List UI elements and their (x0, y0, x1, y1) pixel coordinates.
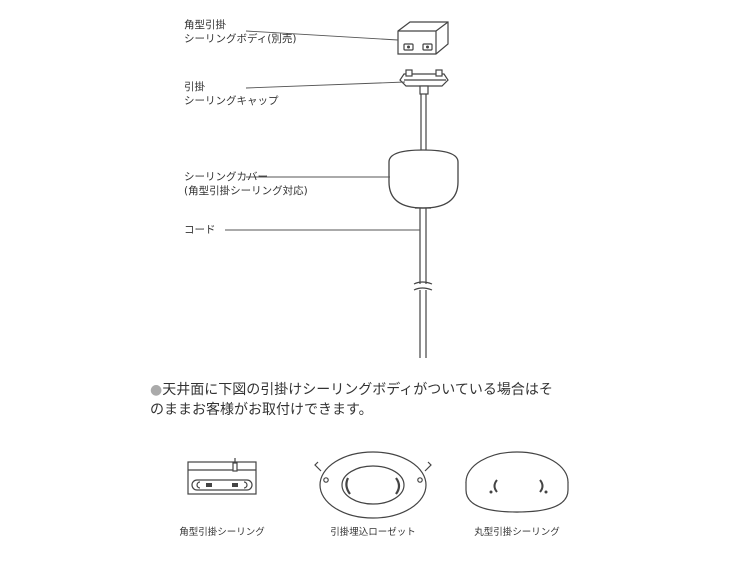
embedded-rosette-illustration (314, 451, 432, 519)
label-ceiling-cover: シーリングカバー (角型引掛シーリング対応) (184, 171, 308, 197)
round-ceiling-illustration (465, 451, 569, 513)
square-ceiling-illustration (187, 458, 257, 495)
note-line-1: 天井面に下図の引掛けシーリングボディがついている場合はそ (162, 382, 553, 398)
ceiling-cap (399, 69, 449, 95)
installation-note: ●天井面に下図の引掛けシーリングボディがついている場合はそ のままお客様がお取付… (150, 380, 553, 420)
ceiling-cover (388, 149, 459, 209)
ceiling-body-box (397, 21, 449, 55)
caption-round-ceiling: 丸型引掛シーリング (474, 527, 560, 538)
caption-embedded-rosette: 引掛埋込ローゼット (330, 527, 416, 538)
bullet-icon: ● (150, 382, 163, 398)
label-cord: コード (184, 224, 216, 236)
note-line-2: のままお客様がお取付けできます。 (150, 402, 373, 418)
caption-square-ceiling: 角型引掛シーリング (179, 527, 265, 538)
cord-upper (420, 94, 427, 150)
leader-lines (225, 30, 420, 231)
cord-lower (413, 208, 433, 358)
label-ceiling-body: 角型引掛 シーリングボディ(別売) (184, 19, 297, 45)
label-ceiling-cap: 引掛 シーリングキャップ (184, 81, 279, 107)
